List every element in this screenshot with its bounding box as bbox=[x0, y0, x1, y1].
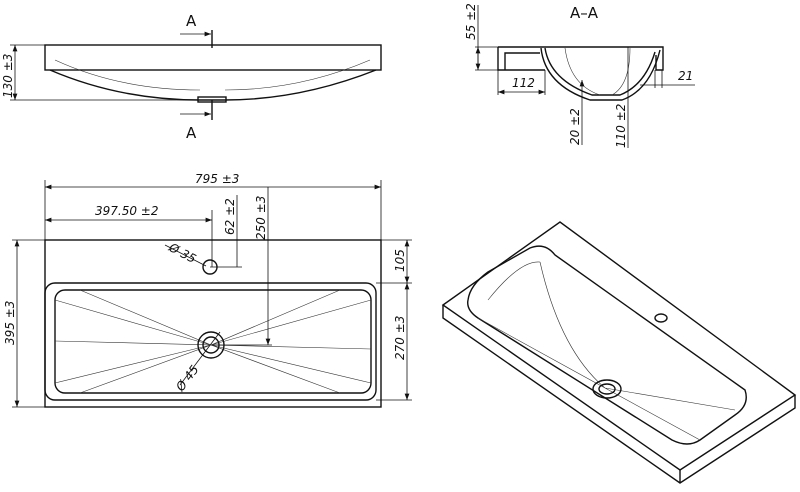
tap-hole-diameter-dim: Ø 35 bbox=[166, 240, 199, 266]
overall-width-dim: 795 ±3 bbox=[195, 172, 239, 186]
wall-dim: 21 bbox=[678, 69, 693, 83]
basin-depth-dim: 270 ±3 bbox=[393, 316, 407, 360]
section-mark-bottom: A bbox=[186, 124, 197, 142]
overall-depth-dim: 395 ±3 bbox=[3, 301, 17, 345]
section-mark-top: A bbox=[186, 12, 197, 30]
isometric-view bbox=[441, 221, 797, 484]
rim-depth-dim: 105 bbox=[393, 249, 407, 272]
half-width-dim: 397.50 ±2 bbox=[95, 204, 159, 218]
tap-hole-offset-dim: 62 ±2 bbox=[223, 198, 237, 235]
drain-diameter-dim: Ø 45 bbox=[173, 363, 202, 395]
drain-offset-dim: 250 ±3 bbox=[254, 196, 268, 240]
side-height-dim: 130 ±3 bbox=[1, 54, 15, 98]
side-view: A A 130 ±3 bbox=[1, 12, 382, 142]
rim-height-dim: 55 ±2 bbox=[464, 3, 478, 40]
section-view: A–A 55 ±2 112 21 20 ±2 110 ±2 bbox=[464, 3, 695, 148]
bowl-depth-dim: 110 ±2 bbox=[614, 104, 628, 148]
drain-depth-dim: 20 ±2 bbox=[568, 108, 582, 145]
section-title: A–A bbox=[570, 4, 599, 22]
plan-view: 795 ±3 397.50 ±2 62 ±2 250 ±3 Ø 35 Ø 45 … bbox=[3, 172, 412, 408]
rim-width-dim: 112 bbox=[512, 76, 535, 90]
